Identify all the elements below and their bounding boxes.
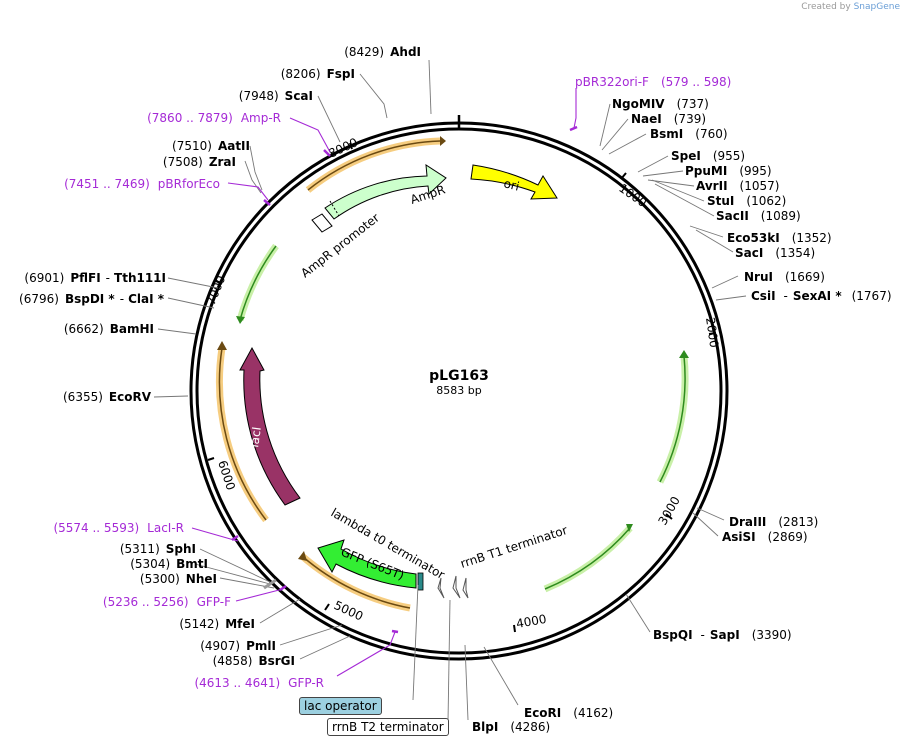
primer-mark-laci-r [231,534,239,542]
primer-mark-gfp-f [279,584,287,592]
tick-label-3000: 3000 [655,494,682,527]
orf-arrowhead-ampr [440,136,446,146]
enzyme-labels-left: (8429)AhdI (8206)FspI (7948)ScaI (7510)A… [19,45,421,668]
orf-arrowheads [217,136,689,561]
terminator-glyph-3 [462,577,469,599]
orf-line-green-bottom [544,527,631,590]
feature-laci [239,346,301,506]
feature-label-rrnb-t2: rrnB T2 terminator [327,718,449,736]
site-stui: StuI(1062) [707,194,786,208]
feature-ampr [324,164,447,220]
feature-label-laci: lacI [247,426,264,449]
primer-laci-r: (5574 .. 5593)LacI-R [53,521,184,535]
site-scai: (7948)ScaI [239,89,313,103]
feature-ampr-promoter [311,213,333,233]
primer-mark-ampr [323,149,331,157]
site-bsrgi: (4858)BsrGI [213,654,295,668]
orf-arc-green-left [236,243,279,321]
enzyme-labels-right: NgoMIV(737) NaeI(739) BsmI(760) SpeI(955… [472,97,892,734]
feature-ori [470,164,558,200]
feature-gfp [317,539,417,589]
terminator-glyphs [437,575,469,599]
orf-arcs [215,137,689,612]
tick-label-4000: 4000 [515,612,548,631]
feature-label-ampr-promoter: AmpR promoter [298,211,382,281]
primer-mark-pbrforeco [263,199,271,206]
credit-prefix: Created by [801,2,851,12]
primer-pbr322ori: pBR322ori-F(579 .. 598) [575,75,731,89]
site-fspi: (8206)FspI [281,67,355,81]
site-zrai: (7508)ZraI [163,155,236,169]
site-naei: NaeI(739) [631,112,706,126]
orf-line-ampr [307,140,441,191]
site-pflfi: (6901)PflFI-Tth111I [24,271,166,285]
site-ecori: EcoRI(4162) [524,706,613,720]
feature-label-lac-operator: lac operator [299,697,382,715]
site-saci: SacI(1354) [735,246,815,260]
tick-label-5000: 5000 [332,598,366,624]
primer-labels: pBR322ori-F(579 .. 598) (7860 .. 7879)Am… [53,75,731,690]
ampr-promoter-dash [329,200,340,217]
site-csii: CsiI-SexAI *(1767) [751,289,892,303]
orf-line-gfp [301,555,411,609]
feature-label-ori: ori [502,176,521,193]
primer-marks [231,125,578,634]
site-sphi: (5311)SphI [120,542,196,556]
site-avrii: AvrII(1057) [696,179,779,193]
feature-label-rrnb-t1: rrnB T1 terminator [459,523,570,571]
orf-line-green-left [239,245,277,321]
primer-gfp-f: (5236 .. 5256)GFP-F [103,595,231,609]
site-mfei: (5142)MfeI [179,617,255,631]
snapgene-credit: Created by SnapGene [801,2,900,12]
site-nrui: NruI(1669) [744,270,825,284]
orf-arrowhead-green-left [236,316,245,324]
site-nhei: (5300)NheI [140,572,217,586]
site-ecorv: (6355)EcoRV [63,390,152,404]
primer-mark-pbr322ori [569,125,578,132]
orf-arrowhead-gfp [298,551,307,561]
primer-mark-gfp-r [391,629,399,634]
site-bamhi: (6662)BamHI [64,322,154,336]
site-asisi: AsiSI(2869) [722,530,808,544]
orf-arrowhead-green-right [679,350,689,358]
site-bsmi: BsmI(760) [650,127,728,141]
site-spei: SpeI(955) [671,149,745,163]
terminator-glyph-1 [437,577,445,599]
site-ppumi: PpuMI(995) [685,164,772,178]
tick-marks [207,142,717,633]
site-bspdi: (6796)BspDI *-ClaI * [19,292,165,306]
tick-label-2000: 2000 [703,316,721,348]
terminator-glyph-2 [452,575,461,599]
leader-lines [153,59,747,723]
orf-line-laci [218,347,267,521]
feature-lac-operator-mark [417,572,424,591]
orf-line-green-right [659,355,686,483]
plasmid-size: 8583 bp [436,384,481,397]
site-ngomiv: NgoMIV(737) [612,97,709,111]
tick-label-7000: 7000 [204,274,228,308]
site-bmti: (5304)BmtI [130,557,208,571]
site-blpi: BlpI(4286) [472,720,550,734]
site-bspqi: BspQI-SapI(3390) [653,628,792,642]
orf-arrowhead-green-bottom [626,524,633,532]
site-sacii: SacII(1089) [716,209,801,223]
cut-cluster-mark [263,578,277,590]
site-draiii: DraIII(2813) [729,515,818,529]
primer-gfp-r: (4613 .. 4641)GFP-R [194,676,324,690]
snapgene-brand: SnapGene [853,2,900,12]
site-ahdi: (8429)AhdI [344,45,421,59]
orf-arrowhead-laci [217,341,227,350]
primer-ampr: (7860 .. 7879)Amp-R [147,111,281,125]
site-eco53ki: Eco53kI(1352) [727,231,832,245]
site-pmli: (4907)PmlI [200,639,276,653]
site-aatii: (7510)AatII [172,139,250,153]
primer-pbrforeco: (7451 .. 7469)pBRforEco [64,177,220,191]
plasmid-name: pLG163 [429,368,489,384]
